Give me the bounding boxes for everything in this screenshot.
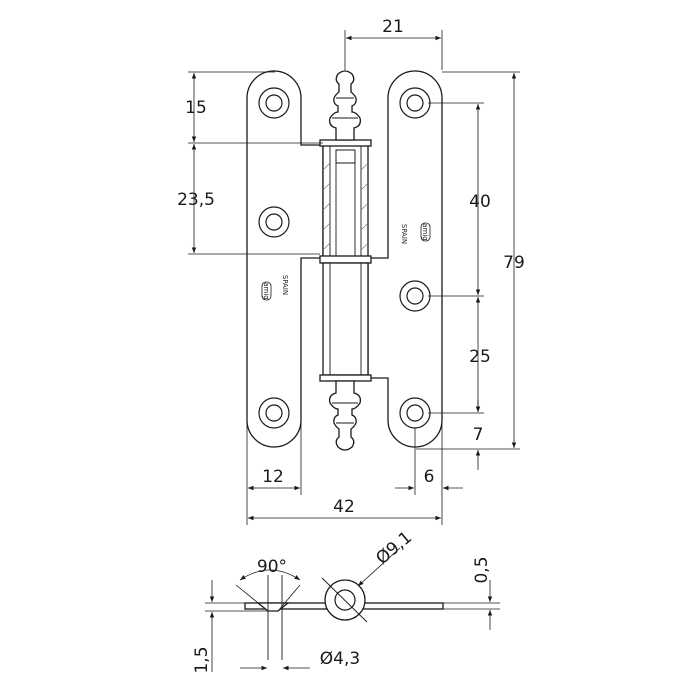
dim-left-vertical: 15 23,5 bbox=[177, 71, 323, 255]
dim-overall-height: 79 bbox=[442, 71, 525, 448]
dim-label: Ø4,3 bbox=[320, 649, 360, 669]
screw-hole bbox=[399, 87, 431, 119]
left-leaf bbox=[246, 70, 324, 448]
dim-top-width: 21 bbox=[344, 17, 443, 70]
dim-label: 25 bbox=[469, 347, 491, 367]
country-mark-left: SPAIN bbox=[281, 275, 289, 295]
dim-leaf-thickness: 1,5 bbox=[192, 580, 268, 674]
dim-hole-diameter: Ø4,3 bbox=[240, 649, 360, 671]
dim-bottom-small: 12 6 bbox=[246, 420, 463, 525]
dim-label: 90° bbox=[257, 557, 287, 577]
brand-mark-left: amig bbox=[261, 281, 272, 301]
top-finial bbox=[328, 70, 362, 141]
dim-label: 21 bbox=[382, 17, 404, 37]
dim-label: 42 bbox=[333, 497, 355, 517]
dim-label: 1,5 bbox=[192, 646, 212, 673]
dim-thickness: 0,5 bbox=[443, 556, 500, 630]
hinge-knuckle bbox=[319, 139, 372, 382]
dim-label: 12 bbox=[262, 467, 284, 487]
dim-overall-width: 42 bbox=[248, 497, 441, 521]
screw-holes bbox=[258, 87, 431, 429]
brand-mark-right: amig bbox=[420, 222, 431, 242]
dim-label: 0,5 bbox=[472, 556, 492, 583]
dim-label: 23,5 bbox=[177, 190, 215, 210]
dim-label: 15 bbox=[185, 98, 207, 118]
screw-hole bbox=[399, 280, 431, 312]
screw-hole bbox=[258, 397, 290, 429]
dim-label: 6 bbox=[424, 467, 435, 487]
brand-logo-text: amig bbox=[421, 223, 429, 241]
dim-pin-diameter: Ø9,1 bbox=[357, 528, 416, 587]
dim-label: 79 bbox=[503, 253, 525, 273]
screw-hole bbox=[258, 87, 290, 119]
dim-right-vertical: 40 25 7 bbox=[416, 102, 520, 470]
screw-hole bbox=[399, 397, 431, 429]
dim-angle: 90° bbox=[235, 557, 301, 612]
right-leaf bbox=[367, 70, 443, 448]
brand-logo-text: amig bbox=[262, 282, 270, 300]
dim-label: Ø9,1 bbox=[372, 528, 416, 569]
bottom-finial bbox=[328, 380, 362, 451]
section-view bbox=[244, 575, 444, 660]
dim-label: 7 bbox=[473, 425, 484, 445]
country-mark-right: SPAIN bbox=[400, 224, 408, 244]
screw-hole bbox=[258, 206, 290, 238]
dim-label: 40 bbox=[469, 192, 491, 212]
